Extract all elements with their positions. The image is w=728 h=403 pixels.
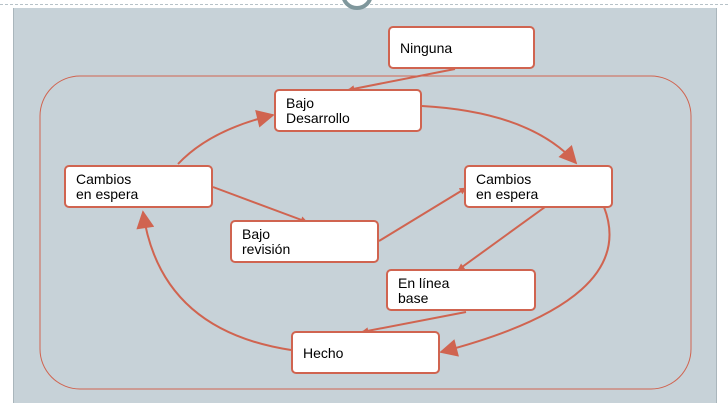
state-bajo-revision: Bajo revisión — [230, 220, 379, 263]
lifecycle-boundary — [39, 75, 692, 390]
arrow-bajo-desarrollo-to-cambios-der — [421, 105, 578, 165]
arrow-cambios-der-to-hecho — [439, 206, 611, 357]
arrow-cambios-der-to-en-linea-base — [457, 206, 546, 271]
arrow-ninguna-to-bajo-desarrollo — [347, 68, 456, 93]
state-en-linea-base: En línea base — [386, 269, 536, 311]
state-cambios-en-espera-derecha: Cambios en espera — [464, 165, 613, 208]
arrow-en-linea-base-to-hecho — [361, 311, 467, 335]
arrow-bajo-revision-to-cambios-der — [378, 187, 467, 242]
arrow-cambios-izq-to-bajo-revision — [212, 186, 308, 224]
state-ninguna: Ninguna — [388, 26, 535, 69]
state-bajo-desarrollo: Bajo Desarrollo — [274, 89, 422, 132]
state-cambios-en-espera-izquierda: Cambios en espera — [64, 165, 213, 208]
arrow-cambios-izq-to-bajo-desarrollo — [177, 110, 275, 165]
state-hecho: Hecho — [291, 331, 440, 374]
arrow-hecho-to-cambios-izq — [136, 210, 292, 351]
